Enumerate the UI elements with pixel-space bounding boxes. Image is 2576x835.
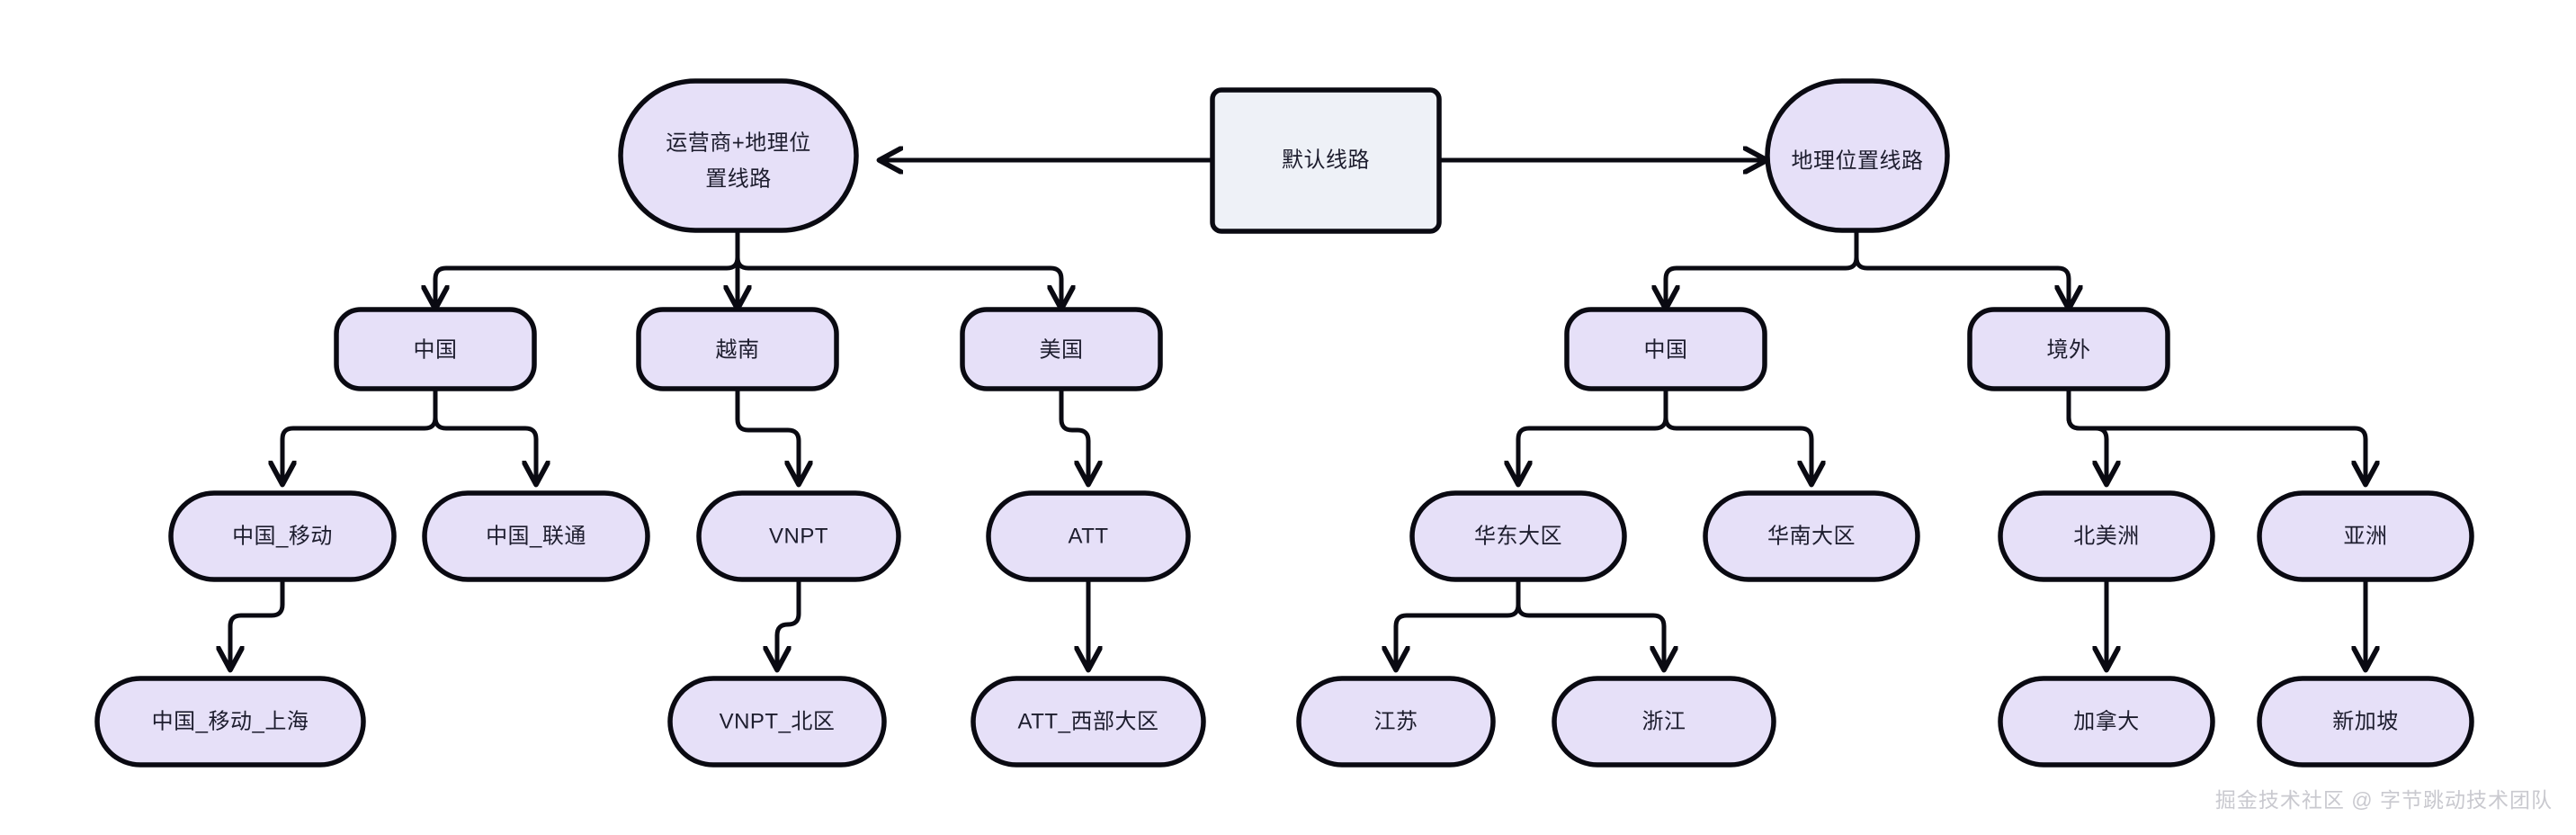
node-vn-label: 越南 xyxy=(716,337,760,362)
edge-eastchina-to-jiangsu xyxy=(1396,579,1521,668)
edge-overseas-to-northamerica xyxy=(2066,389,2106,482)
watermark-text: 掘金技术社区 @ 字节跳动技术团队 xyxy=(2214,788,2553,812)
edge-cn-to-cnmobile xyxy=(282,389,438,482)
node-north-america-label: 北美洲 xyxy=(2073,524,2140,548)
node-layer: 默认线路 运营商+地理位 置线路 地理位置线路 中国 越南 xyxy=(94,78,2474,768)
edge-vnpt-to-vnptnorth xyxy=(777,579,801,668)
edge-eastchina-to-zhejiang xyxy=(1516,579,1664,668)
node-south-china-label: 华南大区 xyxy=(1767,524,1856,548)
edge-cnmobile-to-cnmobilesh xyxy=(230,579,285,668)
edge-geo-to-overseas xyxy=(1854,229,2069,307)
node-cn-right[interactable]: 中国 xyxy=(1564,307,1767,391)
node-singapore-label: 新加坡 xyxy=(2332,709,2399,733)
edge-ispgeo-to-us xyxy=(735,229,1061,307)
node-default-route[interactable]: 默认线路 xyxy=(1210,87,1442,234)
edge-vn-to-vnpt xyxy=(735,389,799,482)
node-geo-route-label: 地理位置线路 xyxy=(1792,148,1924,173)
node-isp-geo-route[interactable]: 运营商+地理位 置线路 xyxy=(618,78,859,233)
node-us[interactable]: 美国 xyxy=(960,307,1163,391)
node-canada-label: 加拿大 xyxy=(2073,709,2140,733)
node-singapore[interactable]: 新加坡 xyxy=(2257,676,2474,768)
node-asia-label: 亚洲 xyxy=(2344,524,2388,548)
node-att-west-label: ATT_西部大区 xyxy=(1018,709,1159,733)
node-att[interactable]: ATT xyxy=(986,490,1191,582)
node-cn-left-shape[interactable] xyxy=(334,307,537,391)
edge-geo-to-cnright xyxy=(1666,229,1859,307)
node-singapore-shape[interactable] xyxy=(2257,676,2474,768)
node-cn-right-label: 中国 xyxy=(1644,337,1688,362)
node-cn-mobile-label: 中国_移动 xyxy=(232,524,333,548)
node-att-west-shape[interactable] xyxy=(970,676,1206,768)
node-vnpt-north-label: VNPT_北区 xyxy=(720,709,836,733)
node-vnpt-north-shape[interactable] xyxy=(667,676,887,768)
edge-us-to-att xyxy=(1059,389,1088,482)
node-us-shape[interactable] xyxy=(960,307,1163,391)
edge-layer xyxy=(230,160,2366,668)
edge-cn-to-cnunicom xyxy=(433,389,536,482)
node-isp-geo-route-shape[interactable] xyxy=(618,78,859,233)
node-us-label: 美国 xyxy=(1040,337,1084,362)
node-geo-route-shape[interactable] xyxy=(1765,78,1950,233)
node-zhejiang-label: 浙江 xyxy=(1642,709,1686,733)
node-canada-shape[interactable] xyxy=(1998,676,2215,768)
node-isp-geo-route-label-line1: 运营商+地理位 xyxy=(666,130,811,155)
node-default-route-label: 默认线路 xyxy=(1282,148,1370,172)
node-cn-mobile[interactable]: 中国_移动 xyxy=(168,490,397,582)
node-cn-mobile-shape[interactable] xyxy=(168,490,397,582)
node-att-shape[interactable] xyxy=(986,490,1191,582)
node-jiangsu-shape[interactable] xyxy=(1296,676,1496,768)
node-isp-geo-route-label-line2: 置线路 xyxy=(705,166,772,191)
node-north-america[interactable]: 北美洲 xyxy=(1998,490,2215,582)
node-vn-shape[interactable] xyxy=(636,307,839,391)
node-cn-unicom[interactable]: 中国_联通 xyxy=(422,490,650,582)
node-south-china[interactable]: 华南大区 xyxy=(1703,490,1920,582)
edge-overseas-to-asia xyxy=(2066,389,2366,482)
edge-cnright-to-eastchina xyxy=(1518,389,1668,482)
node-geo-route[interactable]: 地理位置线路 xyxy=(1765,78,1950,233)
node-east-china-label: 华东大区 xyxy=(1474,524,1562,548)
node-att-west[interactable]: ATT_西部大区 xyxy=(970,676,1206,768)
edge-cnright-to-southchina xyxy=(1663,389,1811,482)
node-south-china-shape[interactable] xyxy=(1703,490,1920,582)
node-zhejiang[interactable]: 浙江 xyxy=(1552,676,1776,768)
node-vnpt-shape[interactable] xyxy=(696,490,901,582)
node-cn-left[interactable]: 中国 xyxy=(334,307,537,391)
node-jiangsu-label: 江苏 xyxy=(1374,709,1418,733)
node-east-china[interactable]: 华东大区 xyxy=(1409,490,1627,582)
node-cn-left-label: 中国 xyxy=(414,337,458,362)
node-overseas-label: 境外 xyxy=(2047,337,2091,362)
node-jiangsu[interactable]: 江苏 xyxy=(1296,676,1496,768)
node-overseas[interactable]: 境外 xyxy=(1967,307,2170,391)
node-vnpt-north[interactable]: VNPT_北区 xyxy=(667,676,887,768)
node-default-route-shape[interactable] xyxy=(1210,87,1442,234)
node-vn[interactable]: 越南 xyxy=(636,307,839,391)
node-cn-mobile-sh-shape[interactable] xyxy=(94,676,366,768)
node-zhejiang-shape[interactable] xyxy=(1552,676,1776,768)
node-cn-right-shape[interactable] xyxy=(1564,307,1767,391)
node-cn-unicom-label: 中国_联通 xyxy=(486,524,586,548)
node-vnpt[interactable]: VNPT xyxy=(696,490,901,582)
node-cn-mobile-sh[interactable]: 中国_移动_上海 xyxy=(94,676,366,768)
node-vnpt-label: VNPT xyxy=(769,524,828,548)
node-asia-shape[interactable] xyxy=(2257,490,2474,582)
node-north-america-shape[interactable] xyxy=(1998,490,2215,582)
edge-ispgeo-to-cn xyxy=(435,229,740,307)
node-cn-unicom-shape[interactable] xyxy=(422,490,650,582)
node-canada[interactable]: 加拿大 xyxy=(1998,676,2215,768)
node-asia[interactable]: 亚洲 xyxy=(2257,490,2474,582)
node-att-label: ATT xyxy=(1068,524,1108,548)
node-overseas-shape[interactable] xyxy=(1967,307,2170,391)
node-east-china-shape[interactable] xyxy=(1409,490,1627,582)
node-cn-mobile-sh-label: 中国_移动_上海 xyxy=(152,709,309,733)
